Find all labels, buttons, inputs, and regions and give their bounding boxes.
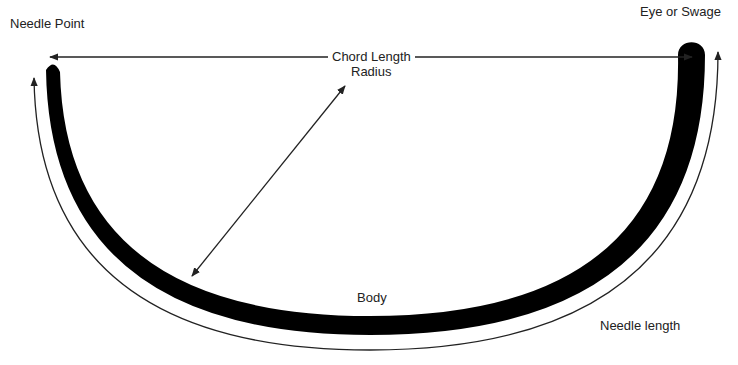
radius-label: Radius bbox=[351, 64, 391, 80]
radius-arrow bbox=[192, 86, 345, 276]
needle-length-arrow bbox=[34, 52, 718, 350]
needle-body bbox=[46, 42, 705, 335]
eye-label: Eye or Swage bbox=[640, 4, 721, 20]
body-label: Body bbox=[357, 290, 387, 306]
chord-length-label: Chord Length bbox=[328, 49, 415, 65]
needle-length-label: Needle length bbox=[600, 318, 680, 334]
needle-point-label: Needle Point bbox=[10, 16, 84, 32]
